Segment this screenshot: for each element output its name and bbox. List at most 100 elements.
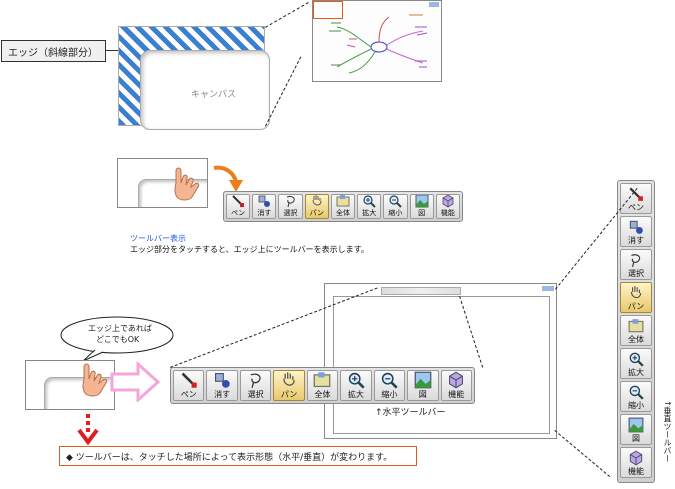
tool-label: ペン xyxy=(231,209,246,217)
tool-label: 拡大 xyxy=(347,390,364,399)
tool-fit-all[interactable]: 全体 xyxy=(620,315,652,346)
tool-pen[interactable]: ペン xyxy=(226,194,251,219)
touch-hand-icon-2 xyxy=(78,363,112,403)
hand-pan-icon xyxy=(283,372,295,386)
window-mini-toolbar xyxy=(381,287,461,295)
app-window xyxy=(324,283,557,439)
tool-label: 消す xyxy=(214,390,231,399)
lasso-select-icon xyxy=(631,254,641,267)
tool-zoom-out[interactable]: 縮小 xyxy=(383,194,408,219)
tool-label: 消す xyxy=(628,236,644,245)
pink-arrow-icon xyxy=(110,362,160,402)
tool-zoom-in[interactable]: 拡大 xyxy=(620,348,652,379)
tool-label: 機能 xyxy=(448,390,465,399)
window-titlebar-buttons xyxy=(542,286,554,291)
horizontal-toolbar-label: ↑水平ツールバー xyxy=(375,408,446,418)
tool-zoom-out[interactable]: 縮小 xyxy=(620,381,652,412)
tool-label: 図 xyxy=(418,209,426,217)
fit-all-icon xyxy=(628,319,644,333)
horizontal-toolbar: ペン 消す 選択 パン 全体 拡大 縮小 図 機能 xyxy=(170,367,475,404)
zoom-out-icon xyxy=(629,385,644,400)
vertical-toolbar: ペン 消す 選択 パン 全体 拡大 縮小 図 機能 xyxy=(617,180,655,483)
canvas-area[interactable]: キャンパス xyxy=(140,50,270,130)
fit-all-icon xyxy=(336,195,350,207)
tool-label: 選択 xyxy=(283,209,298,217)
note-text: ◆ ツールバーは、タッチした場所によって表示形態（水平/垂直）が変わります。 xyxy=(66,452,393,463)
pen-icon xyxy=(629,187,643,201)
tool-function[interactable]: 機能 xyxy=(620,447,652,478)
tool-label: 拡大 xyxy=(362,209,377,217)
eraser-icon xyxy=(258,195,271,207)
tool-pan[interactable]: パン xyxy=(304,194,329,219)
tool-picture[interactable]: 図 xyxy=(407,370,439,401)
tool-label: 選択 xyxy=(628,269,644,278)
tool-label: 機能 xyxy=(440,209,455,217)
touch-hand-icon xyxy=(170,167,204,207)
tool-label: パン xyxy=(627,302,645,311)
thumbnail-highlight xyxy=(313,1,343,19)
tool-erase[interactable]: 消す xyxy=(620,216,652,247)
tool-picture[interactable]: 図 xyxy=(409,194,434,219)
zoom-line-top xyxy=(265,2,309,28)
orange-arrow-icon xyxy=(213,165,243,192)
tool-zoom-in[interactable]: 拡大 xyxy=(357,194,382,219)
picture-icon xyxy=(628,417,644,433)
tool-label: 全体 xyxy=(628,335,644,344)
window-canvas[interactable] xyxy=(333,296,550,434)
note-box: ◆ ツールバーは、タッチした場所によって表示形態（水平/垂直）が変わります。 xyxy=(59,446,417,466)
tool-label: 図 xyxy=(632,434,640,443)
touch-demo-canvas-2 xyxy=(44,377,114,409)
edge-label-box: エッジ（斜線部分） xyxy=(1,40,106,62)
hand-pan-icon xyxy=(312,195,322,206)
mindmap-thumbnail-window xyxy=(312,0,442,82)
touch-demo-panel-2 xyxy=(25,360,115,410)
tool-fit-all[interactable]: 全体 xyxy=(306,370,339,401)
tool-zoom-in[interactable]: 拡大 xyxy=(340,370,372,401)
zoom-out-icon xyxy=(389,195,403,208)
speech-text-1: エッジ上であれば xyxy=(88,324,152,333)
tool-label: パン xyxy=(309,209,324,217)
picture-icon xyxy=(415,195,429,208)
tool-zoom-out[interactable]: 縮小 xyxy=(373,370,406,401)
tool-function[interactable]: 機能 xyxy=(435,194,460,219)
hand-pan-icon xyxy=(630,286,642,299)
zoom-in-icon xyxy=(629,352,644,367)
tool-label: 全体 xyxy=(314,390,331,399)
tool-pan[interactable]: パン xyxy=(273,370,305,401)
caption-title: ツールバー表示 xyxy=(130,234,186,243)
tool-erase[interactable]: 消す xyxy=(252,194,277,219)
tool-picture[interactable]: 図 xyxy=(620,414,652,445)
function-cube-icon xyxy=(449,371,464,389)
function-cube-icon xyxy=(629,450,643,466)
zoom-in-icon xyxy=(348,372,365,389)
tool-label: 機能 xyxy=(628,467,644,476)
zoom-line-v-bottom xyxy=(554,430,611,478)
picture-icon xyxy=(414,371,432,389)
tool-fit-all[interactable]: 全体 xyxy=(330,194,356,219)
tool-label: 選択 xyxy=(247,390,264,399)
tool-label: 拡大 xyxy=(628,368,644,377)
zoom-in-icon xyxy=(363,195,376,208)
tool-label: 縮小 xyxy=(381,390,398,399)
fit-all-icon xyxy=(314,372,331,388)
thumbnail-window-buttons xyxy=(429,2,439,7)
tool-function[interactable]: 機能 xyxy=(440,370,472,401)
tool-select[interactable]: 選択 xyxy=(278,194,303,219)
pen-icon xyxy=(181,372,197,388)
tool-label: ペン xyxy=(180,390,197,399)
tool-label: 全体 xyxy=(335,209,350,217)
vertical-toolbar-label: ↑垂直ツールバー xyxy=(663,400,672,463)
tool-label: 図 xyxy=(418,390,427,399)
red-down-arrow-icon xyxy=(77,414,99,446)
canvas-label: キャンパス xyxy=(191,90,237,100)
tool-select[interactable]: 選択 xyxy=(239,370,272,401)
lasso-select-icon xyxy=(250,373,261,388)
mindmap-drawing xyxy=(329,14,428,74)
eraser-icon xyxy=(629,220,643,234)
tool-pen[interactable]: ペン xyxy=(173,370,205,401)
tool-erase[interactable]: 消す xyxy=(206,370,238,401)
tool-pan[interactable]: パン xyxy=(620,282,652,313)
touch-demo-canvas xyxy=(138,179,207,207)
tool-pen[interactable]: ペン xyxy=(620,183,652,214)
tool-select[interactable]: 選択 xyxy=(620,249,652,280)
